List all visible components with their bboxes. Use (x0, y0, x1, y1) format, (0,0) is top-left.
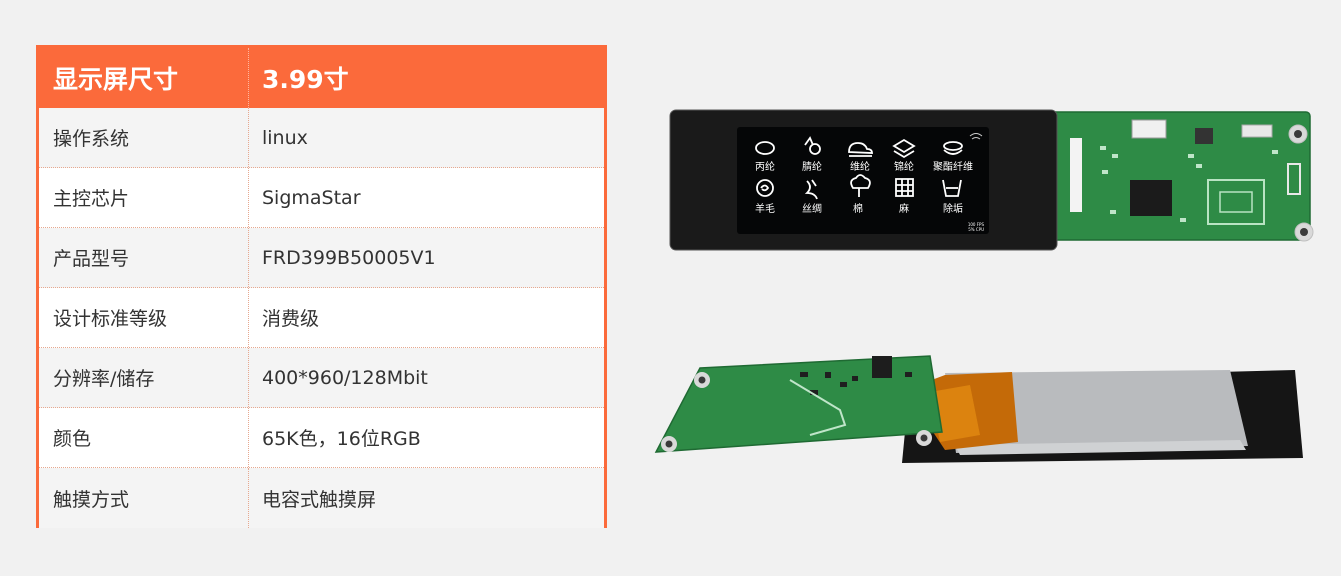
spec-row: 分辨率/储存 400*960/128Mbit (39, 348, 604, 408)
cloud-stack-icon (848, 142, 873, 157)
display-module-back (654, 355, 1303, 463)
spec-header-row: 显示屏尺寸 3.99寸 (39, 48, 604, 108)
bowl-icon (943, 141, 963, 155)
spec-key: 产品型号 (39, 228, 249, 287)
display-module-front: 丙纶 腈纶 维纶 锦纶 聚酯纤维 羊毛 丝绸 棉 麻 除垢 100 FPS 5%… (669, 109, 1314, 251)
fps-readout: 100 FPS (968, 222, 985, 227)
screen-icon-label: 麻 (899, 202, 909, 215)
spec-row: 设计标准等级 消费级 (39, 288, 604, 348)
spec-key: 触摸方式 (39, 468, 249, 528)
spec-value: FRD399B50005V1 (262, 246, 436, 269)
spec-row: 主控芯片 SigmaStar (39, 168, 604, 228)
screen-icon-label: 除垢 (943, 202, 963, 215)
spec-value: linux (262, 126, 308, 149)
silk-icon (804, 179, 818, 200)
cpu-readout: 5% CPU (968, 227, 984, 232)
screen-icon-label: 腈纶 (802, 160, 822, 173)
screen-icon-label: 锦纶 (894, 160, 914, 173)
spec-key: 主控芯片 (39, 168, 249, 227)
spec-header-value: 3.99寸 (262, 65, 349, 94)
yarn-icon (804, 136, 821, 155)
spec-row: 操作系统 linux (39, 108, 604, 168)
spec-row: 颜色 65K色，16位RGB (39, 408, 604, 468)
layers-icon (892, 138, 916, 159)
spec-header-key: 显示屏尺寸 (39, 48, 249, 108)
spec-value: 电容式触摸屏 (262, 488, 377, 511)
cotton-icon (850, 174, 871, 197)
screen-icon-label: 丝绸 (802, 202, 822, 215)
spec-key: 分辨率/储存 (39, 348, 249, 407)
fabric-circle-icon (755, 141, 775, 155)
spec-key: 设计标准等级 (39, 288, 249, 347)
spec-key: 颜色 (39, 408, 249, 467)
descale-cup-icon (942, 179, 962, 197)
spec-key: 操作系统 (39, 108, 249, 167)
screen-icon-label: 羊毛 (755, 202, 775, 215)
wifi-icon (969, 133, 983, 140)
screen-icon-label: 聚酯纤维 (933, 160, 973, 173)
screen-icon-label: 维纶 (850, 160, 870, 173)
grid-icon (895, 178, 914, 197)
spec-value: SigmaStar (262, 186, 361, 209)
screen-icon-label: 棉 (853, 202, 863, 215)
spec-table: 显示屏尺寸 3.99寸 操作系统 linux 主控芯片 SigmaStar 产品… (36, 45, 607, 528)
spec-value: 消费级 (262, 308, 320, 330)
spec-value: 65K色，16位RGB (262, 428, 421, 450)
spec-value: 400*960/128Mbit (262, 366, 428, 389)
spec-row: 触摸方式 电容式触摸屏 (39, 468, 604, 528)
product-photo: 丙纶 腈纶 维纶 锦纶 聚酯纤维 羊毛 丝绸 棉 麻 除垢 100 FPS 5%… (654, 109, 1314, 463)
wool-swirl-icon (756, 179, 774, 197)
spec-row: 产品型号 FRD399B50005V1 (39, 228, 604, 288)
screen-icon-label: 丙纶 (755, 160, 775, 173)
